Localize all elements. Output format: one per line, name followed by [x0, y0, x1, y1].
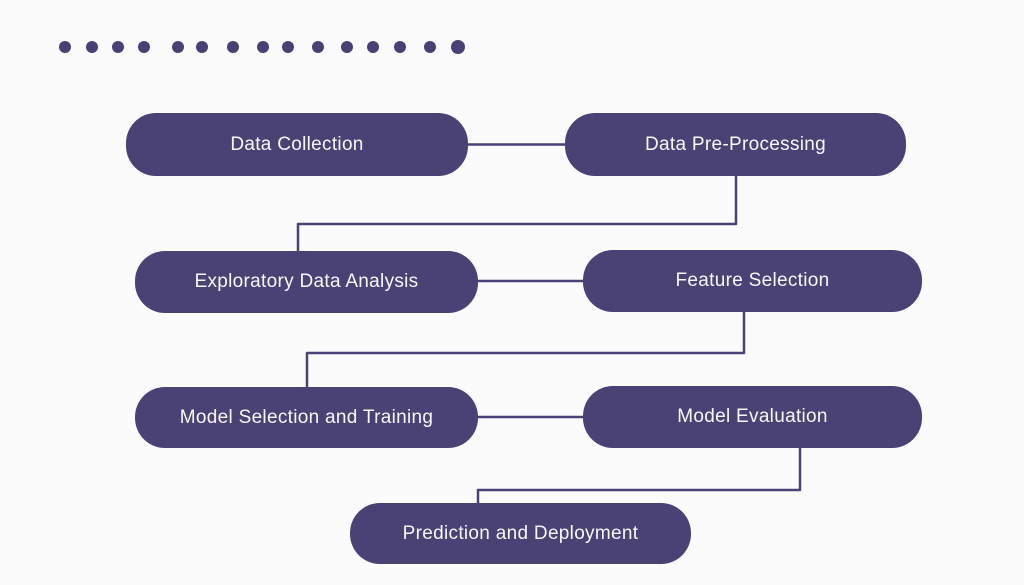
dotted-divider — [0, 40, 480, 55]
dot — [257, 41, 269, 53]
node-label: Data Collection — [230, 133, 364, 155]
dot — [424, 41, 436, 53]
dot — [341, 41, 353, 53]
node-model-selection-and-training: Model Selection and Training — [135, 387, 478, 448]
node-data-pre-processing: Data Pre-Processing — [565, 113, 906, 176]
node-label: Data Pre-Processing — [645, 133, 826, 155]
node-label: Model Selection and Training — [179, 406, 434, 428]
dot — [282, 41, 294, 53]
dot — [172, 41, 184, 53]
dot — [451, 40, 465, 54]
dot — [196, 41, 208, 53]
edge-feature-selection-to-model-training — [305, 311, 746, 389]
dot — [312, 41, 324, 53]
dot — [86, 41, 98, 53]
dot — [367, 41, 379, 53]
edge-preprocessing-to-eda — [296, 175, 738, 253]
dot — [59, 41, 71, 53]
node-label: Prediction and Deployment — [402, 522, 639, 544]
node-data-collection: Data Collection — [126, 113, 468, 176]
edge-evaluation-to-prediction — [476, 447, 802, 505]
node-feature-selection: Feature Selection — [583, 250, 922, 312]
node-model-evaluation: Model Evaluation — [583, 386, 922, 448]
node-label: Exploratory Data Analysis — [194, 271, 419, 292]
dot — [138, 41, 150, 53]
node-prediction-and-deployment: Prediction and Deployment — [350, 503, 691, 564]
dot — [227, 41, 239, 53]
dot — [394, 41, 406, 53]
node-label: Feature Selection — [675, 270, 830, 291]
dot — [112, 41, 124, 53]
node-exploratory-data-analysis: Exploratory Data Analysis — [135, 251, 478, 313]
node-label: Model Evaluation — [677, 406, 828, 427]
